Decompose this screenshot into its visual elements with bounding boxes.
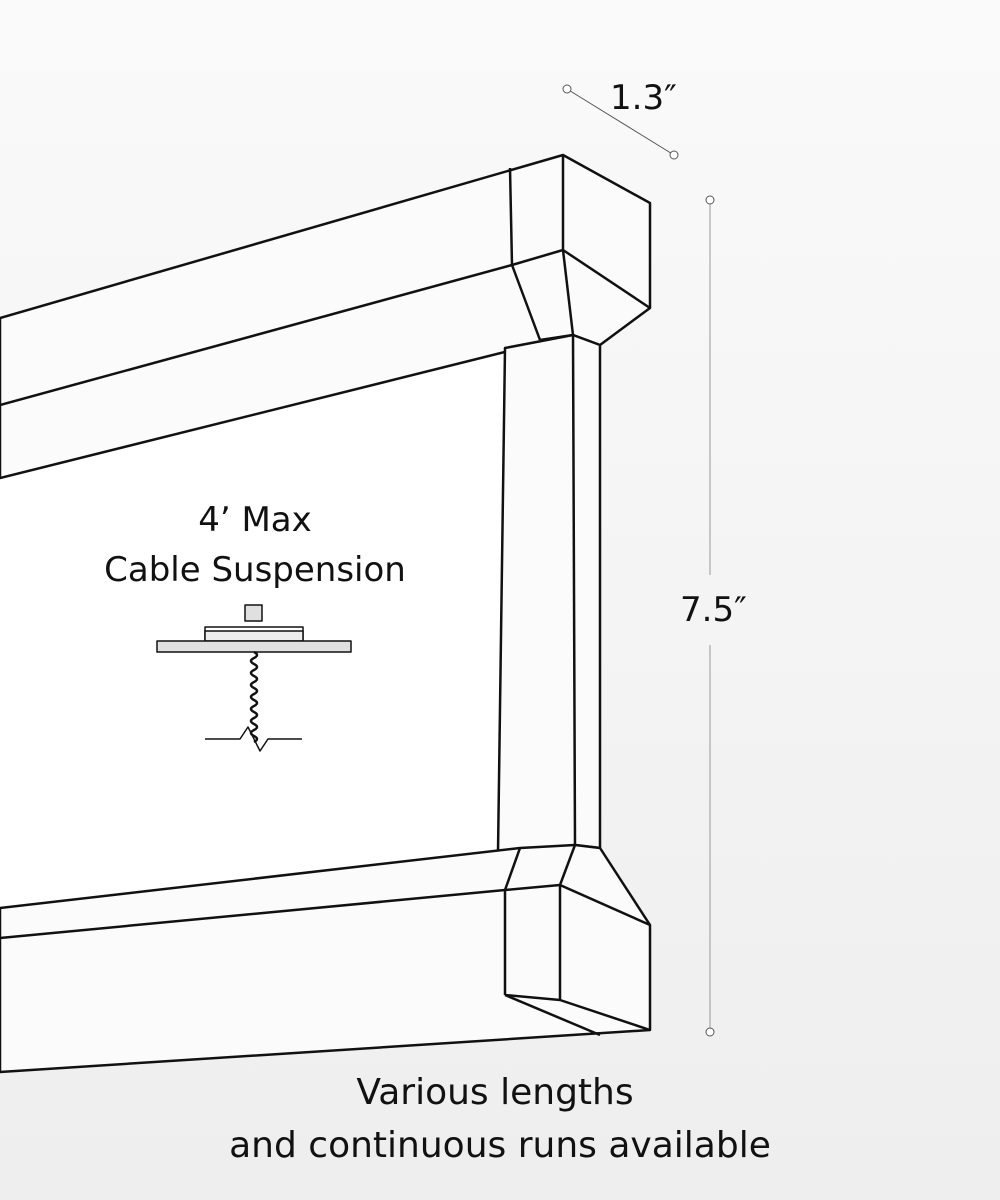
height-label: 7.5″ (680, 590, 747, 630)
cable-suspension-icon (156, 604, 352, 752)
depth-dimension-line (562, 84, 679, 160)
depth-label: 1.3″ (610, 78, 677, 118)
height-dimension-line (705, 195, 715, 1037)
bottom-bar (0, 843, 652, 1074)
caption-line1: Various lengths (356, 1072, 634, 1113)
caption-line2: and continuous runs available (229, 1125, 771, 1166)
suspension-label-line1: 4’ Max (198, 500, 312, 540)
suspension-label-line2: Cable Suspension (104, 550, 406, 590)
vertical-post (496, 333, 602, 854)
top-bar (0, 153, 652, 480)
fixture-interior (0, 335, 575, 908)
